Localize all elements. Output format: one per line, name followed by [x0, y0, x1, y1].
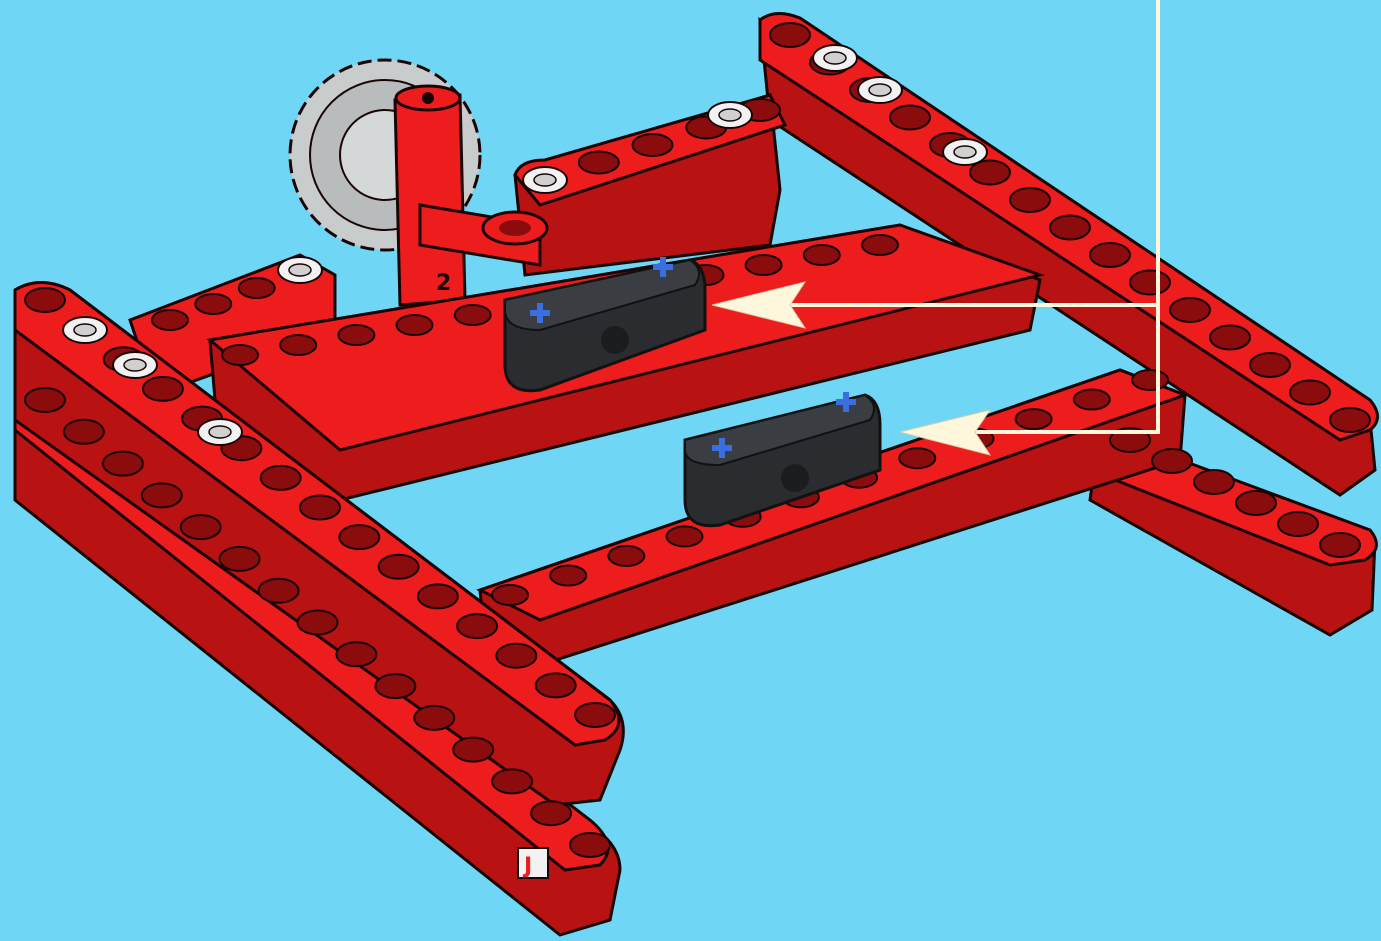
beam-hole [1330, 408, 1370, 432]
beam-hole [64, 420, 104, 444]
beam-hole [1250, 353, 1290, 377]
beam-hole [1050, 216, 1090, 240]
pin-center [719, 109, 741, 121]
gear-tooth-count: 2 [436, 271, 451, 296]
beam-hole [418, 584, 458, 608]
beam-hole [575, 703, 615, 727]
beam-tag: J [522, 854, 532, 879]
beam-hole [1320, 533, 1360, 557]
pin-center [824, 52, 846, 64]
beam-hole [1194, 470, 1234, 494]
beam-hole [1132, 370, 1168, 390]
pin-center [289, 264, 311, 276]
beam-hole [536, 673, 576, 697]
beam-hole [300, 496, 340, 520]
beam-hole [1236, 491, 1276, 515]
beam-hole [633, 134, 673, 156]
beam-hole [414, 706, 454, 730]
beam-hole [1016, 409, 1052, 429]
axle-post [395, 86, 465, 305]
beam-hole [746, 255, 782, 275]
beam-hole [181, 515, 221, 539]
beam-hole [1210, 326, 1250, 350]
beam-hole [261, 466, 301, 490]
beam-hole [259, 579, 299, 603]
beam-hole [455, 305, 491, 325]
beam-hole [143, 377, 183, 401]
beam-hole [222, 345, 258, 365]
beam-hole [457, 614, 497, 638]
beam-hole [375, 674, 415, 698]
beam-hole [550, 566, 586, 586]
beam-hole [453, 738, 493, 762]
beam-tag-box [518, 848, 548, 878]
beam-hole [25, 388, 65, 412]
beam-hole [579, 152, 619, 174]
beam-hole [103, 452, 143, 476]
beam-hole [397, 315, 433, 335]
beam-hole [1170, 298, 1210, 322]
beam-hole [1290, 381, 1330, 405]
beam-hole [496, 644, 536, 668]
beam-hole [142, 483, 182, 507]
beam-hole [890, 106, 930, 130]
beam-hole [667, 526, 703, 546]
beam-hole [379, 555, 419, 579]
beam-hole [220, 547, 260, 571]
beam-hole [195, 294, 231, 314]
beam-hole [336, 642, 376, 666]
beam-hole [804, 245, 840, 265]
beam-hole [338, 325, 374, 345]
beam-hole [25, 288, 65, 312]
pin-center [954, 146, 976, 158]
beam-hole [492, 769, 532, 793]
pin-center [124, 359, 146, 371]
beam-hole [1130, 271, 1170, 295]
beam-hole [531, 801, 571, 825]
beam-hole [280, 335, 316, 355]
pin-center [209, 426, 231, 438]
beam-hole [1010, 188, 1050, 212]
beam-hole [1074, 390, 1110, 410]
beam-hole [770, 23, 810, 47]
beam-hole [862, 235, 898, 255]
beam-hole [239, 278, 275, 298]
beam-hole [1090, 243, 1130, 267]
beam-hole [1152, 449, 1192, 473]
pin-center [74, 324, 96, 336]
beam-hole [899, 448, 935, 468]
beam-hole [492, 585, 528, 605]
pin-center [534, 174, 556, 186]
pin-center [869, 84, 891, 96]
beam-hole [339, 525, 379, 549]
beam-hole [298, 611, 338, 635]
beam-hole [608, 546, 644, 566]
beam-hole [1278, 512, 1318, 536]
beam-hole [570, 833, 610, 857]
beam-hole [152, 310, 188, 330]
